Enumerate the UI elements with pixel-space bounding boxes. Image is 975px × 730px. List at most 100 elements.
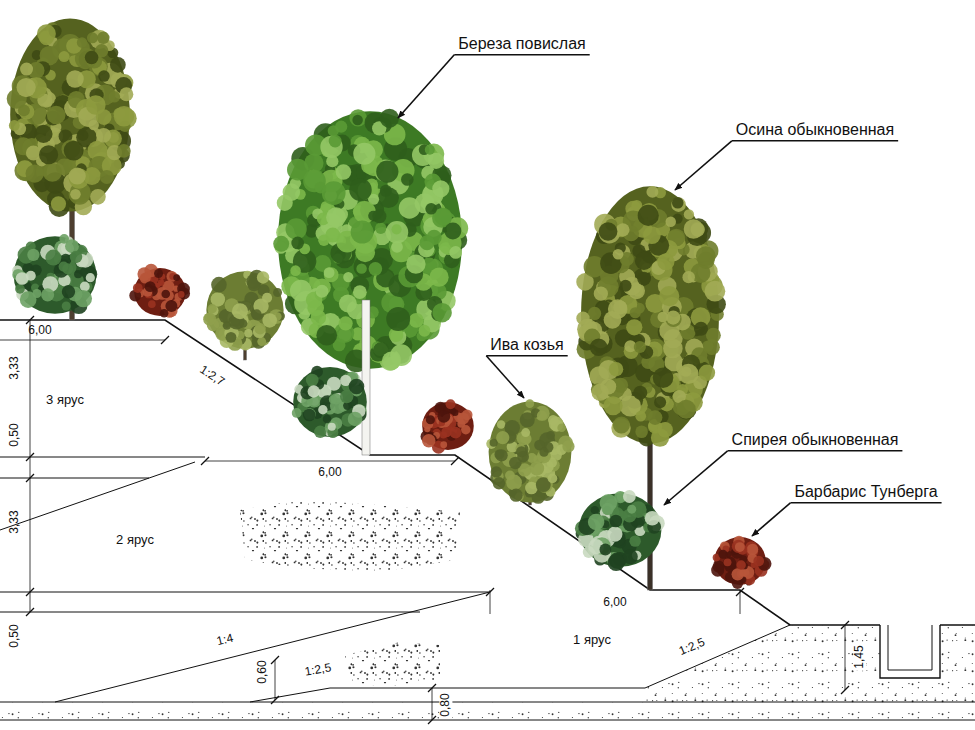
fill-soil-patch (240, 500, 460, 572)
terrain-line (0, 592, 490, 593)
leaf-cluster (666, 310, 680, 324)
leaf-cluster (437, 410, 450, 423)
leaf-cluster (539, 447, 548, 456)
leaf-cluster (432, 180, 449, 197)
leaf-cluster (635, 411, 646, 422)
leaf-cluster (160, 309, 169, 318)
leaf-cluster (349, 178, 372, 201)
dimension: 6,00 (26, 324, 53, 337)
leaf-cluster (26, 271, 36, 281)
dimension-tick (841, 621, 849, 629)
leaf-cluster (672, 197, 684, 209)
leaf-cluster (594, 287, 608, 301)
leaf-cluster (306, 374, 319, 387)
leaf-cluster (85, 51, 99, 65)
leaf-cluster (90, 189, 106, 205)
leaf-cluster (382, 351, 401, 370)
leaf-cluster (462, 410, 473, 421)
leaf-cluster (110, 57, 126, 73)
leaf-cluster (509, 489, 522, 502)
leaf-cluster (207, 304, 216, 313)
leaf-cluster (262, 293, 272, 303)
goat-willow-crown (486, 399, 574, 504)
dimension-tick (26, 316, 34, 324)
leaf-cluster (9, 120, 20, 131)
leaf-cluster (629, 535, 640, 546)
plant-name: Береза повислая (456, 35, 587, 53)
leaf-cluster (348, 412, 363, 427)
leaf-cluster (600, 379, 616, 395)
leaf-cluster (323, 415, 332, 424)
leaf-cluster (324, 267, 339, 282)
leaf-cluster (643, 226, 661, 244)
leaf-cluster (47, 106, 66, 125)
leaf-cluster (316, 325, 337, 346)
leaf-cluster (633, 386, 647, 400)
leaf-cluster (616, 223, 629, 236)
leaf-cluster (491, 466, 502, 477)
leaf-cluster (590, 338, 608, 356)
leaf-cluster (287, 159, 309, 181)
leaf-cluster (496, 431, 509, 444)
leaf-cluster (322, 181, 346, 205)
leaf-cluster (626, 319, 642, 335)
leaf-cluster (406, 254, 425, 273)
leaf-cluster (665, 216, 675, 226)
leaf-cluster (273, 236, 289, 252)
dimension-tick (841, 686, 849, 694)
leaf-cluster (311, 310, 326, 325)
leaf-cluster (108, 91, 120, 103)
leaf-cluster (426, 415, 435, 424)
leaf-cluster (386, 307, 410, 331)
dimension-tick (26, 608, 34, 616)
dimension-tick (26, 474, 34, 482)
leaf-cluster (114, 106, 135, 127)
ground-fill (645, 625, 975, 702)
terrain-line (880, 625, 940, 678)
leaf-cluster (520, 412, 535, 427)
dimension-tick (26, 453, 34, 461)
leaf-cluster (432, 303, 451, 322)
leaf-cluster (308, 385, 320, 397)
leaf-cluster (324, 267, 335, 278)
leaf-cluster (62, 285, 75, 298)
leaf-cluster (356, 263, 366, 273)
leaf-cluster (654, 396, 666, 408)
callout-underline (732, 140, 898, 141)
leaf-cluster (257, 337, 266, 346)
leaf-cluster (608, 554, 625, 571)
leader-arrow (664, 451, 728, 505)
crown-base (714, 537, 766, 585)
leaf-cluster (203, 313, 216, 326)
dimension-tick (271, 656, 279, 664)
leaf-cluster (724, 558, 732, 566)
leaf-cluster (77, 130, 88, 141)
crown-base (10, 18, 130, 211)
terrain-line (490, 590, 491, 614)
leaf-cluster (98, 70, 110, 82)
leaf-cluster (627, 505, 636, 514)
dimension-tick (201, 457, 209, 465)
leaf-cluster (634, 341, 646, 353)
leaf-cluster (51, 196, 66, 211)
terrain-line (0, 340, 165, 341)
leaf-cluster (497, 420, 506, 429)
leaf-cluster (352, 115, 362, 125)
terrain-line (432, 688, 433, 720)
leaf-cluster (340, 390, 353, 403)
spirea-bush (575, 490, 665, 571)
dimension-tick (428, 684, 436, 692)
dimension: 6,00 (316, 466, 343, 479)
leaf-cluster (548, 474, 558, 484)
crown-base (206, 271, 283, 348)
leaf-cluster (681, 366, 691, 376)
leaf-cluster (420, 235, 435, 250)
leaf-cluster (17, 78, 36, 97)
leaf-cluster (273, 288, 282, 297)
leaf-cluster (376, 160, 398, 182)
terrain-line (0, 702, 975, 703)
leaf-cluster (69, 167, 86, 184)
leaf-cluster (429, 267, 448, 286)
leaf-cluster (446, 399, 456, 409)
dimension-tick (486, 588, 494, 596)
